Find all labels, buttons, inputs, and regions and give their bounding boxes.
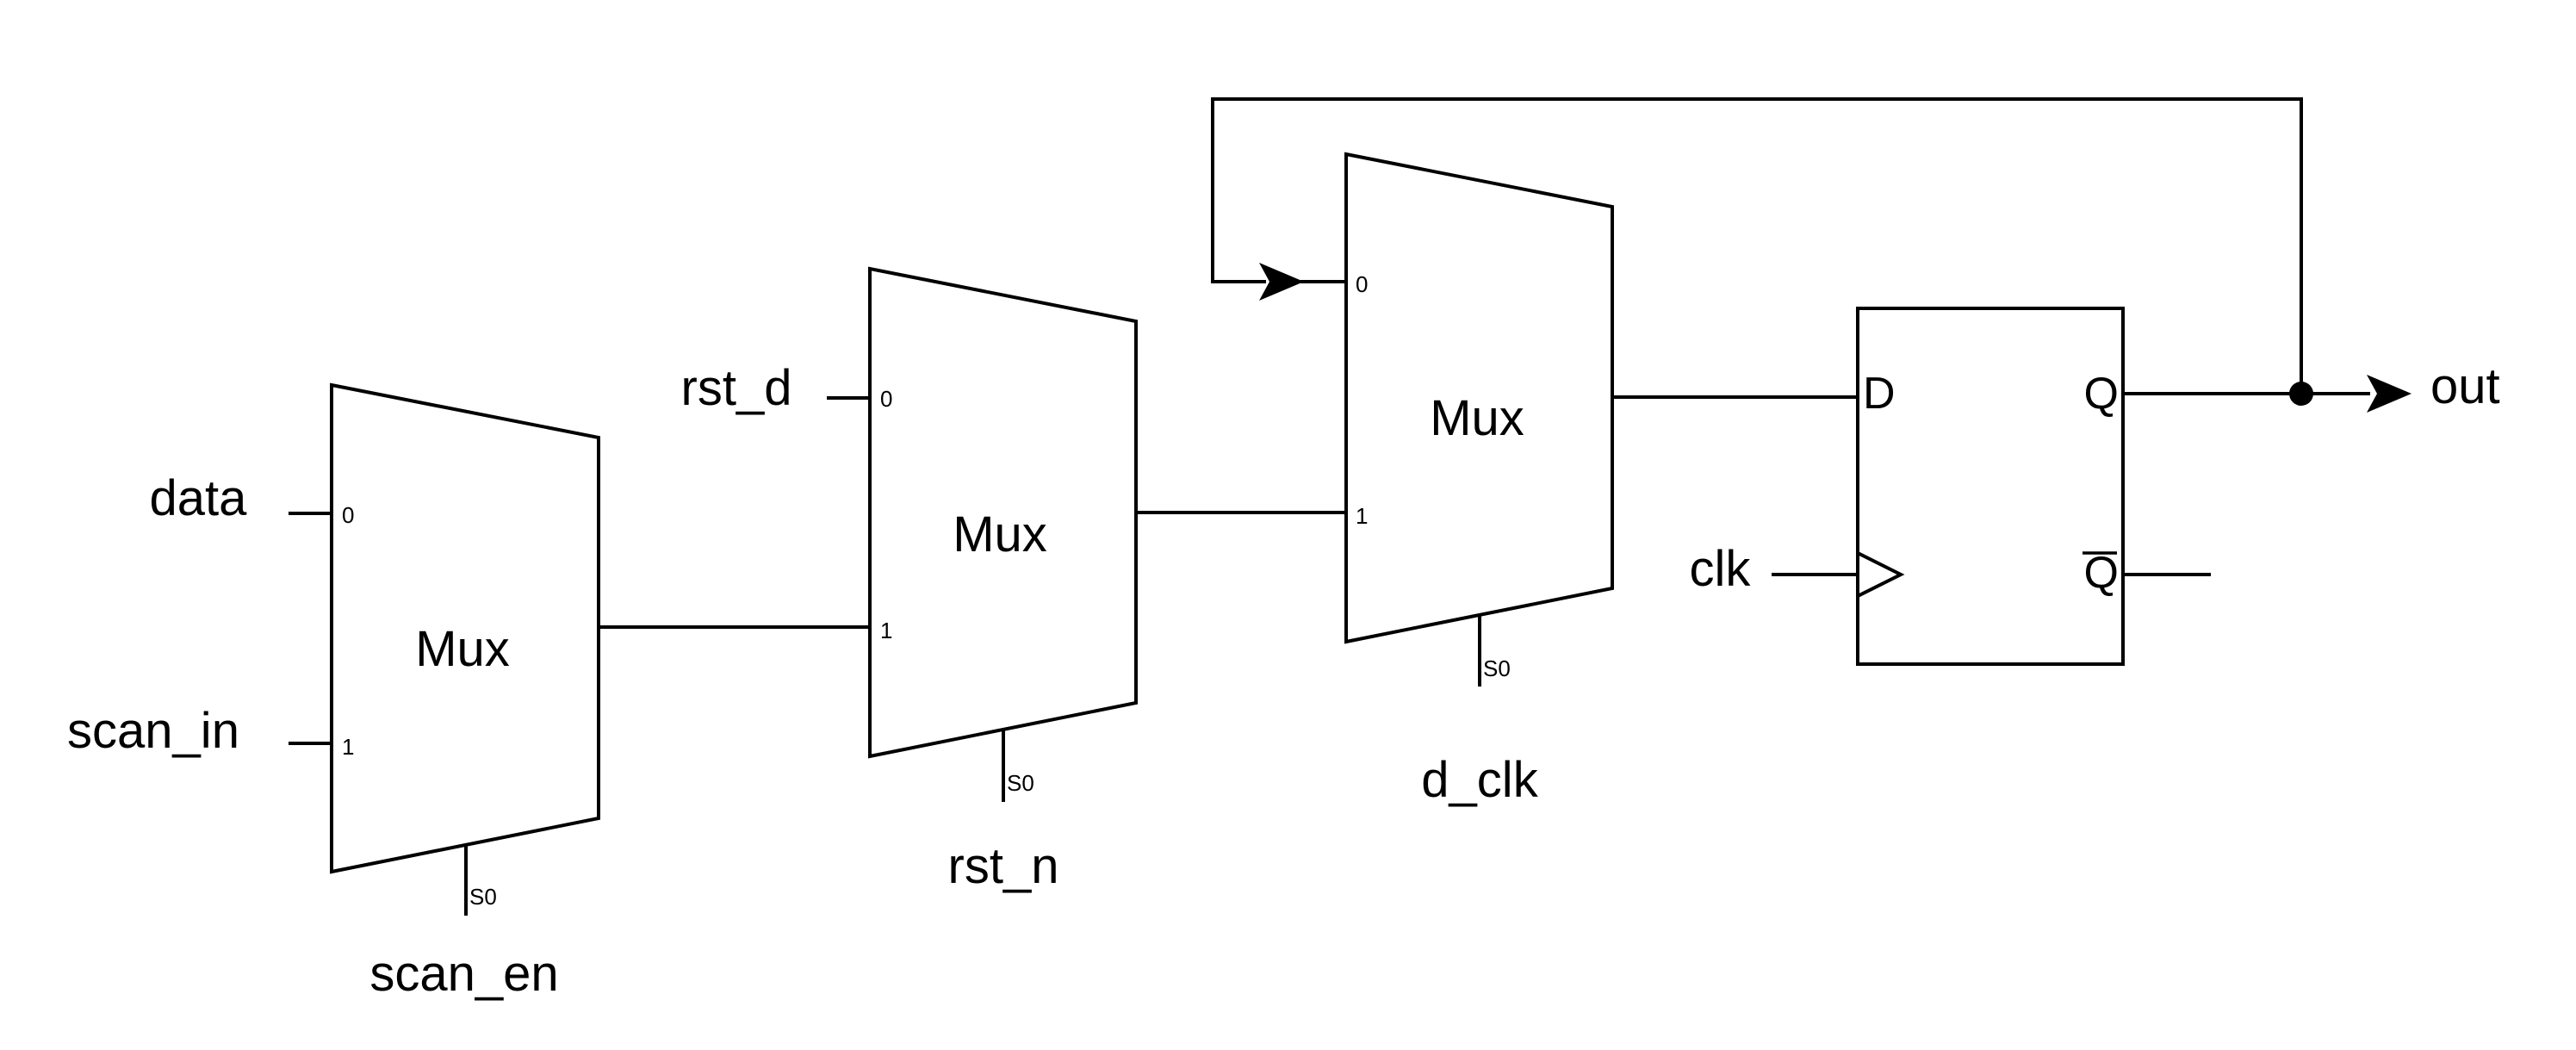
d-flipflop: D Q Q [1856,307,2125,666]
mux-clk-in1-label: 1 [1356,503,1368,529]
mux-rst: Mux 0 1 S0 [868,266,1138,802]
flipflop-q-label: Q [2084,369,2119,419]
mux-clk-title: Mux [1430,390,1524,446]
signal-d-clk: d_clk [1421,752,1538,808]
mux-rst-sel-label: S0 [1007,770,1034,796]
mux-scan-in0-label: 0 [342,502,354,528]
flipflop-body [1856,307,2125,666]
mux-scan-in1-label: 1 [342,734,354,760]
mux-clk-in0-label: 0 [1356,271,1368,297]
mux-clk-sel-label: S0 [1483,655,1511,681]
mux-scan-sel-label: S0 [469,884,497,910]
signal-scan-in: scan_in [67,703,239,759]
mux-clk-body [1344,152,1614,644]
mux-rst-title: Mux [953,506,1047,562]
flipflop-d-label: D [1863,369,1896,419]
mux-rst-in1-label: 1 [880,618,892,643]
mux-rst-in0-label: 0 [880,386,892,412]
signal-clk: clk [1690,541,1752,597]
flipflop-clock-triangle [1857,551,1905,598]
mux-scan: Mux 0 1 S0 [330,382,600,916]
mux-rst-body [868,266,1138,759]
signal-rst-n: rst_n [948,838,1059,894]
flipflop-qbar-label: Q [2084,548,2119,598]
feedback-arrow-head [1259,263,1304,301]
signal-rst-d: rst_d [681,360,792,416]
mux-scan-title: Mux [415,621,510,677]
mux-scan-body [330,382,600,874]
signal-scan-en: scan_en [369,946,558,1002]
wire-feedback-loop [1211,97,2303,394]
signal-data: data [150,470,248,526]
mux-clk: Mux 0 1 S0 [1344,152,1614,687]
out-arrow-head [2367,375,2412,413]
junction-dot [2289,382,2313,406]
signal-out: out [2430,358,2500,414]
